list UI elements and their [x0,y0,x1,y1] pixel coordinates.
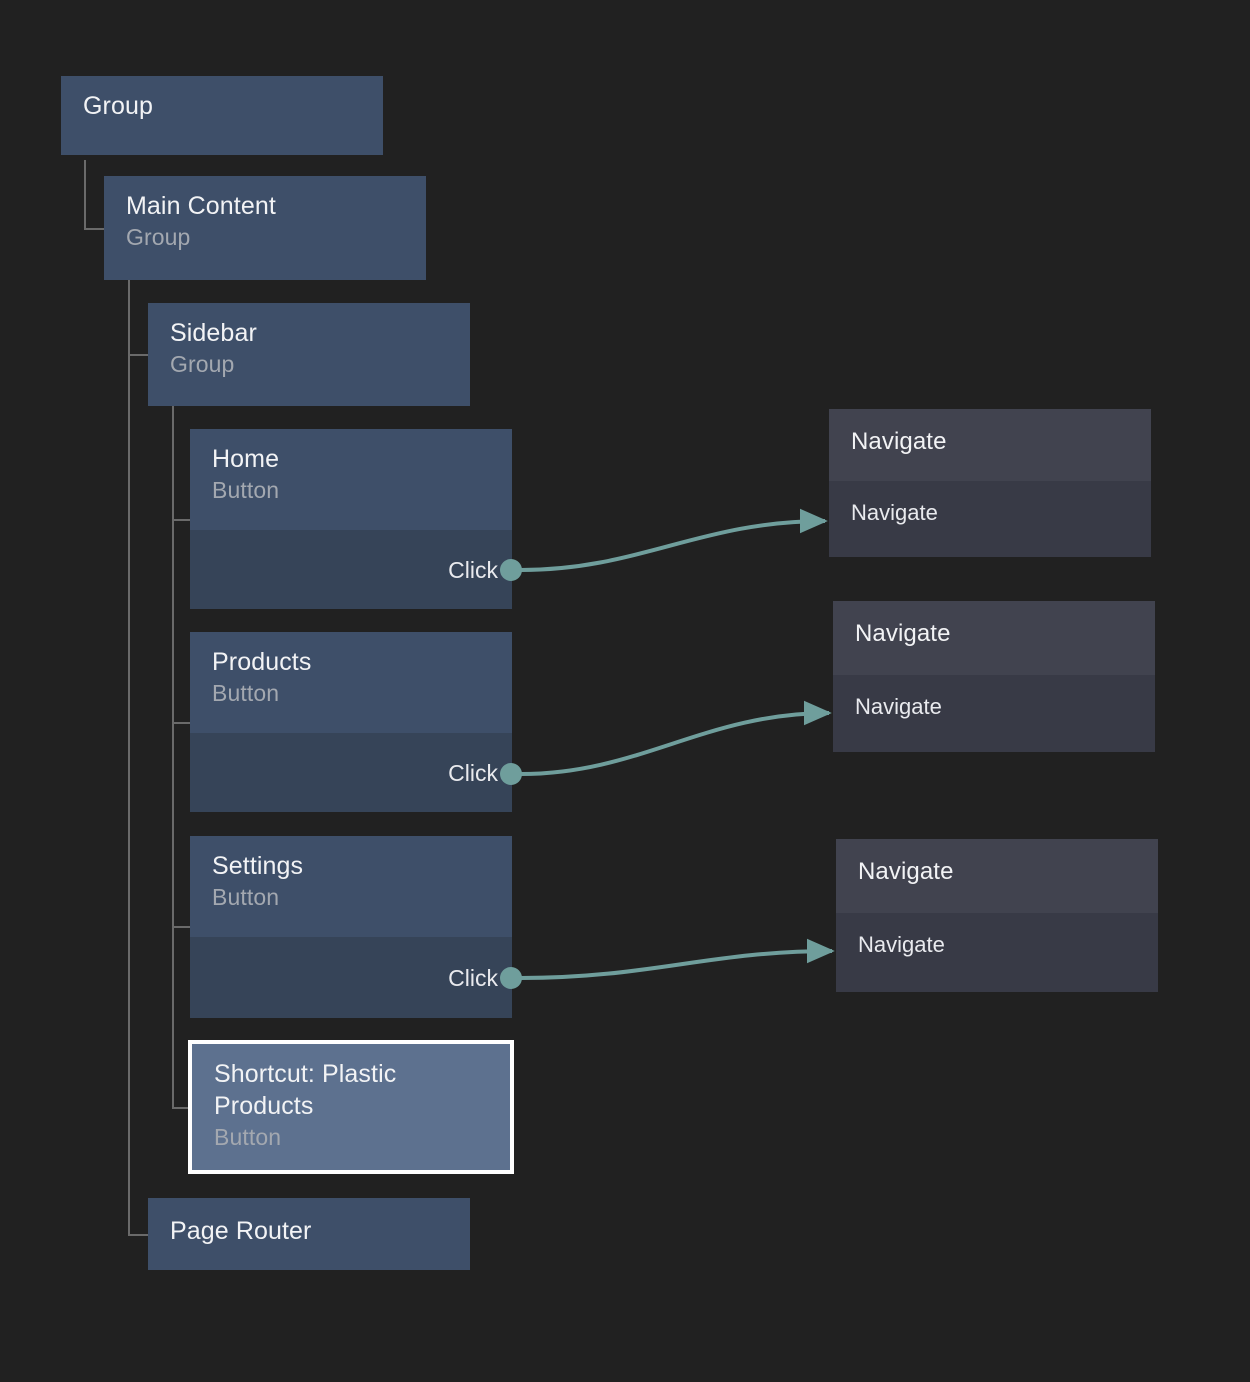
tree-rail-root [84,160,86,230]
node-title: Group [83,92,153,120]
node-title: Navigate [858,858,954,885]
node-title: Home [212,445,280,473]
node-title: Settings [212,852,304,880]
node-title: Sidebar [170,319,257,347]
edge-settings-to-navigate-3 [520,938,835,980]
node-action-navigate-3[interactable]: Navigate Navigate [836,839,1158,992]
tree-elbow-page-router [128,1234,150,1236]
node-button-products[interactable]: Products Button Click [190,632,512,812]
node-body: Click [190,937,512,1018]
node-header: Shortcut: Plastic Products Button [192,1044,510,1170]
port-dot-click-home[interactable] [500,559,522,581]
edge-home-to-navigate-1 [520,508,828,572]
node-header: Navigate [829,409,1151,481]
tree-elbow-button-2 [172,926,194,928]
action-row-navigate[interactable]: Navigate [855,694,942,719]
action-row-navigate[interactable]: Navigate [858,932,945,957]
port-label: Click [448,556,498,583]
node-header: Sidebar Group [148,303,470,406]
tree-rail-sidebar [172,406,174,1108]
node-body: Navigate [829,481,1151,557]
node-title: Products [212,648,312,676]
tree-elbow-button-1 [172,722,194,724]
node-subtitle: Group [170,351,235,377]
port-label: Click [448,759,498,786]
node-header: Group [61,76,383,155]
node-title: Page Router [170,1217,312,1245]
tree-elbow-sidebar [128,354,150,356]
tree-elbow-button-3 [172,1107,194,1109]
node-header: Navigate [833,601,1155,675]
node-body: Click [190,530,512,609]
node-title: Shortcut: Plastic Products [214,1060,397,1120]
port-dot-click-settings[interactable] [500,967,522,989]
tree-elbow-button-0 [172,519,194,521]
node-header: Main Content Group [104,176,426,280]
node-header: Page Router [148,1198,470,1270]
node-action-navigate-1[interactable]: Navigate Navigate [829,409,1151,557]
tree-elbow-main-content [84,228,106,230]
node-header: Navigate [836,839,1158,913]
port-dot-click-products[interactable] [500,763,522,785]
event-port-click[interactable]: Click [190,530,512,609]
node-subtitle: Group [126,224,191,250]
tree-rail-main-content [128,280,130,1236]
node-title: Navigate [855,620,951,647]
node-body: Navigate [836,913,1158,992]
node-title: Navigate [851,428,947,455]
edge-products-to-navigate-2 [520,700,832,776]
node-sidebar[interactable]: Sidebar Group [148,303,470,406]
node-subtitle: Button [212,477,280,503]
node-header: Settings Button [190,836,512,937]
node-subtitle: Button [212,884,280,910]
action-row-navigate[interactable]: Navigate [851,500,938,525]
event-port-click[interactable]: Click [190,937,512,1018]
node-body: Click [190,733,512,812]
node-header: Products Button [190,632,512,733]
node-title: Main Content [126,192,276,220]
node-button-settings[interactable]: Settings Button Click [190,836,512,1018]
node-button-shortcut-plastic-products[interactable]: Shortcut: Plastic Products Button [188,1040,514,1174]
node-header: Home Button [190,429,512,530]
node-main-content[interactable]: Main Content Group [104,176,426,280]
node-action-navigate-2[interactable]: Navigate Navigate [833,601,1155,752]
node-body: Navigate [833,675,1155,752]
port-label: Click [448,964,498,991]
node-page-router[interactable]: Page Router [148,1198,470,1270]
node-subtitle: Button [212,680,280,706]
node-button-home[interactable]: Home Button Click [190,429,512,609]
node-subtitle: Button [214,1124,282,1150]
event-port-click[interactable]: Click [190,733,512,812]
node-group-root[interactable]: Group [61,76,383,155]
